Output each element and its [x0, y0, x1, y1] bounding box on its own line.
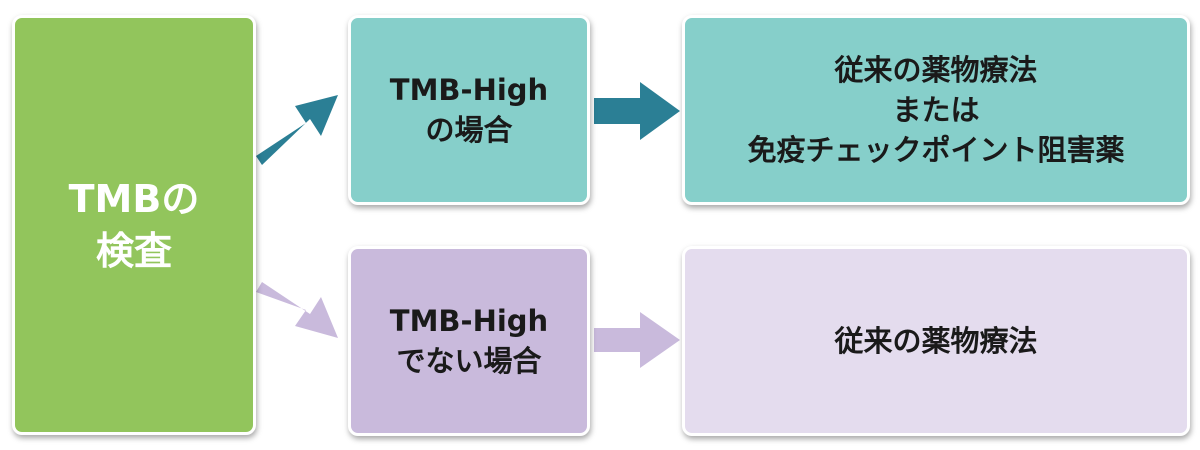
- not-tmb-high-result-box: 従来の薬物療法: [682, 246, 1190, 436]
- arrow-source-to-low: [256, 282, 338, 338]
- tmb-high-condition-line-2: の場合: [425, 113, 513, 147]
- arrow-source-to-high: [256, 95, 338, 165]
- tmb-test-box: TMBの 検査: [12, 15, 256, 435]
- tmb-high-condition-box: TMB-High の場合: [348, 15, 590, 205]
- tmb-high-result-line-2: または: [892, 93, 980, 127]
- not-tmb-high-condition-line-1: TMB-High: [389, 304, 549, 338]
- not-tmb-high-condition-line-2: でない場合: [396, 344, 542, 378]
- not-tmb-high-result-line-1: 従来の薬物療法: [834, 324, 1038, 358]
- tmb-high-condition-line-1: TMB-High: [389, 73, 549, 107]
- tmb-test-line-1: TMBの: [68, 177, 200, 221]
- tmb-test-line-2: 検査: [95, 229, 172, 273]
- tmb-high-result-line-3: 免疫チェックポイント阻害薬: [747, 133, 1125, 167]
- arrow-high-to-result: [594, 82, 680, 140]
- not-tmb-high-condition-box: TMB-High でない場合: [348, 246, 590, 436]
- tmb-high-result-line-1: 従来の薬物療法: [834, 53, 1038, 87]
- arrow-low-to-result: [594, 312, 680, 368]
- tmb-high-result-box: 従来の薬物療法 または 免疫チェックポイント阻害薬: [682, 15, 1190, 205]
